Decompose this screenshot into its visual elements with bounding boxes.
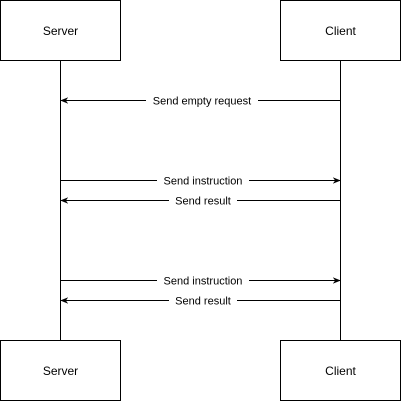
message-label-bg (157, 274, 249, 287)
message-label: Send result (175, 196, 231, 208)
client-box-top-label: Client (325, 24, 356, 38)
client-box-bottom[interactable]: Client (280, 340, 401, 401)
message-label-bg (157, 174, 249, 187)
message-send-instruction-1[interactable]: Send instruction (61, 174, 341, 188)
message-label: Send instruction (164, 276, 243, 288)
server-box-top-label: Server (43, 24, 78, 38)
client-box-top[interactable]: Client (280, 0, 401, 61)
message-label: Send empty request (153, 96, 251, 108)
server-box-bottom[interactable]: Server (0, 340, 121, 401)
message-label-bg (169, 294, 237, 307)
message-label-bg (169, 194, 237, 207)
server-box-bottom-label: Server (43, 364, 78, 378)
message-send-instruction-2[interactable]: Send instruction (61, 274, 341, 288)
message-label: Send instruction (164, 176, 243, 188)
message-label-bg (146, 94, 258, 107)
message-send-result-1[interactable]: Send result (60, 194, 340, 208)
message-send-result-2[interactable]: Send result (60, 294, 340, 308)
server-box-top[interactable]: Server (0, 0, 121, 61)
message-label: Send result (175, 296, 231, 308)
client-box-bottom-label: Client (325, 364, 356, 378)
message-send-empty-request[interactable]: Send empty request (60, 94, 340, 108)
